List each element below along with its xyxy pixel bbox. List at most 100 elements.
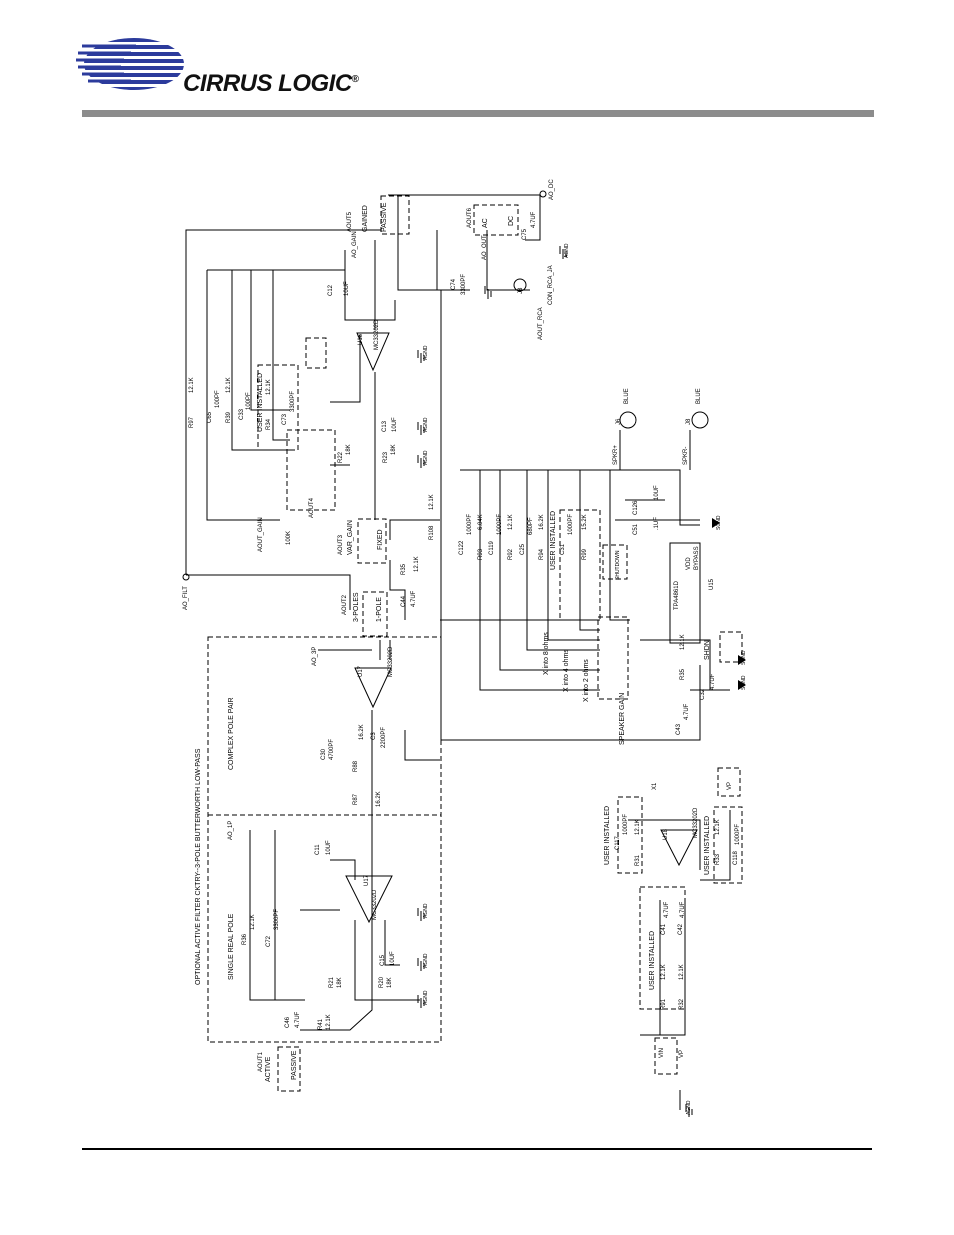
c118-label: C118 [733, 850, 739, 865]
r97-value: 12.1K [189, 377, 195, 393]
aout4-label: AOUT4 [309, 497, 315, 518]
r91-label: R91 [661, 998, 667, 1010]
vin-label: VIN [659, 1048, 665, 1058]
c44-value: 4.7UF [411, 590, 417, 607]
opamp-u17-right [354, 667, 392, 709]
u17-right-part: MC33202D [388, 646, 394, 677]
fixed-label: FIXED [377, 529, 384, 550]
passive-label: PASSIVE [381, 202, 388, 232]
r35-top-value: 12.1K [414, 556, 420, 572]
logo-swoosh-icon [76, 38, 186, 90]
vp-left-label: VP [679, 1050, 685, 1058]
ao-dc-node-icon [539, 190, 547, 198]
r93-value: 6.04K [478, 514, 484, 530]
x1-label: X1 [652, 782, 658, 790]
r35-label: R35 [680, 668, 686, 680]
opamp-u16 [356, 332, 390, 372]
r39-label: R39 [226, 411, 232, 423]
opamp-u17-left [345, 875, 393, 924]
r23-value: 18K [391, 444, 397, 455]
c13-value: 10UF [392, 417, 398, 432]
gained-label: GAINED [362, 205, 369, 232]
r33-label: R33 [715, 853, 721, 865]
u18-label: U18 [663, 828, 669, 840]
footer-rule [82, 1148, 872, 1150]
c32-value: 4.7UF [710, 673, 716, 690]
aout6-jumper-box [473, 204, 519, 236]
r39-value: 12.1K [226, 377, 232, 393]
aout6-label: AOUT6 [467, 207, 473, 228]
user-installed-diff: USER INSTALLED [649, 931, 656, 990]
c75-value: 4.7UF [531, 211, 537, 228]
x-into-4-label: X into 4 ohms [563, 649, 570, 692]
blue-plus-label: BLUE [624, 388, 630, 404]
r108-value: 12.1K [429, 494, 435, 510]
r32-label: R32 [679, 998, 685, 1010]
vdd-label: VDD [686, 557, 692, 570]
c74-value: 3300PF [461, 274, 467, 295]
r22-label: R22 [338, 451, 344, 463]
c12-value: 10UF [344, 281, 350, 296]
u18-part: MC33202D [693, 807, 699, 838]
ao-1p-label: AO_1P [228, 821, 234, 840]
user-installed-bottom: USER INSTALLED [704, 816, 711, 875]
r35-top-label: R35 [401, 563, 407, 575]
u16-label: U16 [358, 333, 364, 345]
r21-value: 18K [337, 977, 343, 988]
c72-label: C72 [266, 935, 272, 947]
c65-label: C65 [207, 411, 213, 423]
c13-label: C13 [382, 420, 388, 432]
aout2-jumper-box [362, 591, 388, 637]
aout1-label: AOUT1 [258, 1051, 264, 1072]
u16-part: MC33202D [374, 319, 380, 350]
c74-label: C74 [451, 278, 457, 290]
c51-label: C51 [633, 523, 639, 535]
wiring [185, 194, 731, 1110]
c126-value: 10UF [654, 485, 660, 500]
vin-jumper-box [654, 1037, 678, 1075]
c25-label: C25 [520, 543, 526, 555]
aout5-jumper-box [380, 195, 410, 235]
r97-label: R97 [189, 416, 195, 428]
c72-value: 3300PF [274, 909, 280, 930]
shutdown-label: SHUTDOWN [615, 550, 621, 580]
c75-label: C75 [522, 228, 528, 240]
amp-u15-box [669, 542, 701, 644]
u15-label: U15 [709, 578, 715, 590]
r108-label: R108 [429, 525, 435, 540]
ao-filt-label: AO_FILT [183, 586, 189, 610]
shdn-label: SHDN [704, 640, 711, 660]
r88-label: R88 [353, 760, 359, 772]
c65-value: 100PF [215, 390, 221, 408]
agnd-label-2: AGND [423, 953, 429, 968]
dc-label: DC [508, 216, 515, 226]
complex-pole-pair-label: COMPLEX POLE PAIR [228, 697, 235, 770]
c12-label: C12 [328, 284, 334, 296]
c41-label: C41 [661, 923, 667, 935]
r32-value: 12.1K [679, 964, 685, 980]
aout5-label: AOUT5 [347, 211, 353, 232]
sgnd-label-3: SGND [741, 675, 747, 690]
c32-label: C32 [700, 688, 706, 700]
speaker-minus-connector-icon [691, 411, 709, 429]
cirrus-logic-logo [76, 38, 186, 90]
registered-mark: ® [351, 74, 359, 85]
r92-label: R92 [508, 548, 514, 560]
sgnd-label-2: SGND [741, 650, 747, 665]
r35-value: 12.1K [680, 634, 686, 650]
speaker-plus-connector-icon [619, 411, 637, 429]
three-poles-label: 3-POLES [353, 592, 360, 622]
ao-3p-label: AO_3P [312, 647, 318, 666]
aout1-jumper-box [277, 1046, 301, 1092]
c42-label: C42 [678, 923, 684, 935]
r33-value: 12.1K [715, 819, 721, 835]
user-installed-gain: USER INSTALLED [257, 373, 264, 432]
j6-label: J6 [616, 418, 622, 425]
agnd-label-7: AGND [564, 243, 570, 258]
r34-value: 12.1K [266, 379, 272, 395]
agnd-label-3: AGND [423, 903, 429, 918]
c122-label: C122 [459, 540, 465, 555]
c73-label: C73 [282, 413, 288, 425]
agnd-label-4: AGND [423, 450, 429, 465]
r36-label: R36 [242, 933, 248, 945]
